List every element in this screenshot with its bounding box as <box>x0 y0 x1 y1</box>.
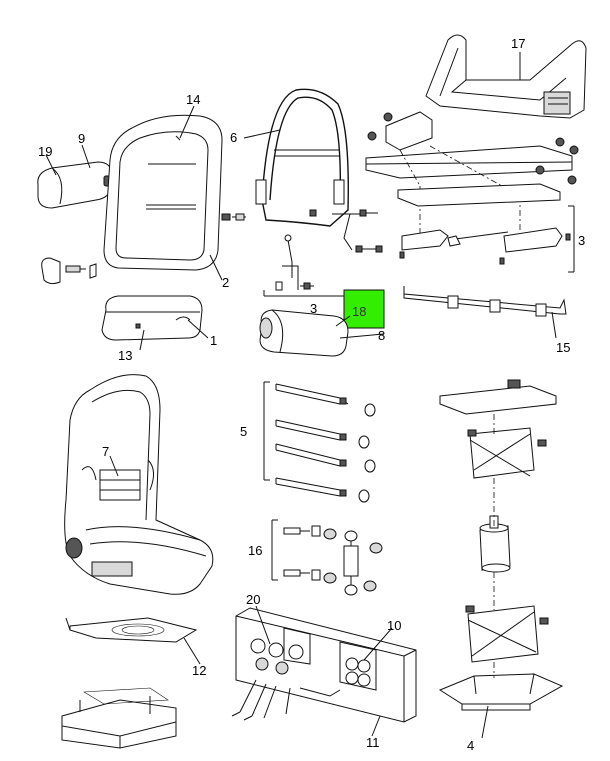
callout-12: 12 <box>192 663 206 678</box>
callout-4: 4 <box>467 738 474 753</box>
callout-20: 20 <box>246 592 260 607</box>
part-20-switches[interactable] <box>231 638 304 721</box>
part-19-armrest[interactable] <box>37 161 113 209</box>
part-knob-hardware[interactable] <box>41 257 97 285</box>
part-1-seat-cushion[interactable] <box>101 295 203 341</box>
callout-17: 17 <box>511 36 525 51</box>
part-14-seat-back-cover[interactable] <box>103 114 223 271</box>
part-5-rods[interactable] <box>275 383 376 503</box>
callout-11: 11 <box>366 735 380 750</box>
part-18-highlight[interactable] <box>343 289 385 329</box>
callout-6: 6 <box>230 130 237 145</box>
part-bottom-base-frame[interactable] <box>61 687 177 749</box>
part-12-plate[interactable] <box>65 617 198 643</box>
part-16-shock[interactable] <box>283 525 383 596</box>
part-6-back-frame[interactable] <box>255 88 349 227</box>
callout-9: 9 <box>78 131 85 146</box>
part-17-seat-base[interactable] <box>425 34 587 119</box>
part-15-bar[interactable] <box>403 286 567 317</box>
part-4-suspension[interactable] <box>438 379 564 711</box>
callout-15: 15 <box>556 340 570 355</box>
callout-13: 13 <box>118 348 132 363</box>
bracket-5 <box>263 381 270 481</box>
callout-1: 1 <box>210 333 217 348</box>
part-upper-rail[interactable] <box>365 111 579 185</box>
callout-14: 14 <box>186 92 200 107</box>
callout-7: 7 <box>102 444 109 459</box>
callout-18: 18 <box>352 304 366 319</box>
callout-10: 10 <box>387 618 401 633</box>
bracket-16 <box>271 519 278 581</box>
part-8-armrest[interactable] <box>259 309 349 357</box>
callout-2: 2 <box>222 275 229 290</box>
part-lower-rails[interactable] <box>397 183 571 265</box>
callout-5: 5 <box>240 424 247 439</box>
callout-19: 19 <box>38 144 52 159</box>
callout-16: 16 <box>248 543 262 558</box>
part-frame-hardware[interactable] <box>221 209 383 291</box>
callout-3-center: 3 <box>310 301 317 316</box>
part-10-switch-cluster[interactable] <box>299 657 371 697</box>
callout-8: 8 <box>378 328 385 343</box>
callout-3-right: 3 <box>578 233 585 248</box>
part-7-complete-seat[interactable] <box>64 374 214 595</box>
